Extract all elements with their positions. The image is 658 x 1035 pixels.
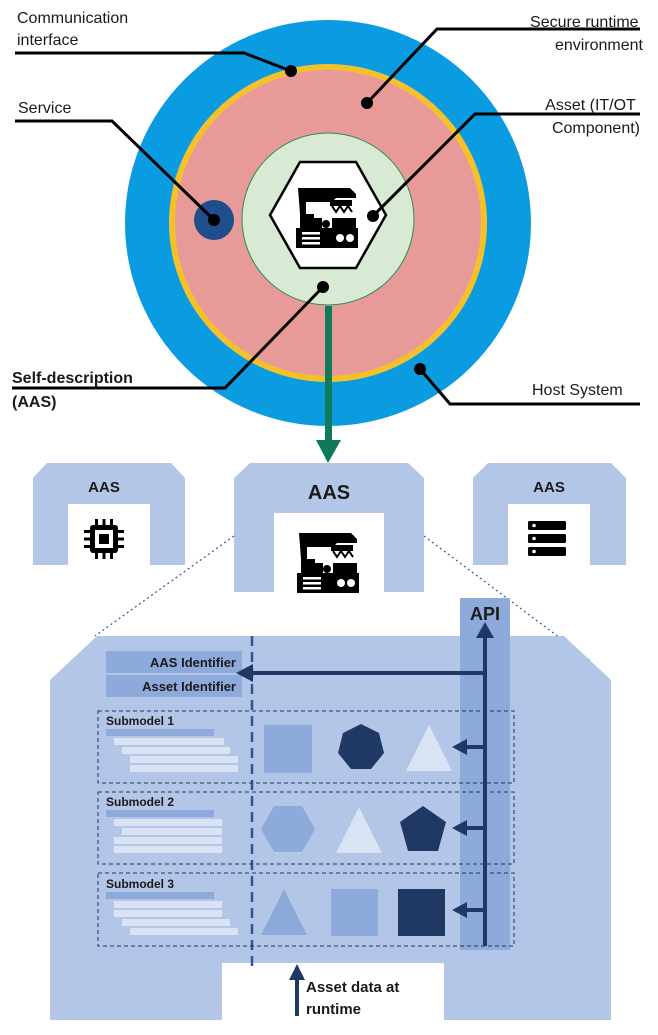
aas-identifier-label: AAS Identifier <box>150 655 236 670</box>
submodel-2-label: Submodel 2 <box>106 795 174 809</box>
heptagon-shape <box>338 724 384 769</box>
submodel-3-property-bars <box>106 892 238 935</box>
api-arrow <box>476 622 494 946</box>
aas-identifier-box <box>106 651 242 673</box>
machine-icon <box>296 532 360 594</box>
label-communication-interface: Communication interface <box>17 10 133 49</box>
submodel-1-label: Submodel 1 <box>106 714 174 728</box>
aas-tile-center-title: AAS <box>308 482 350 504</box>
submodel-1: Submodel 1 <box>97 710 515 784</box>
aas-tile-left: AAS <box>33 463 185 565</box>
label-self-description: Self-description (AAS) <box>12 370 137 411</box>
triangle-shape <box>336 807 382 853</box>
label-host-system: Host System <box>532 382 623 399</box>
submodel-2: Submodel 2 <box>97 791 515 865</box>
leader-lines <box>12 27 640 406</box>
square-shape <box>264 725 312 773</box>
api-label: API <box>470 604 500 624</box>
runtime-data-label: Asset data at runtime <box>306 979 404 1018</box>
server-icon <box>528 521 566 556</box>
aas-tile-center: AAS <box>234 463 424 594</box>
submodel-1-property-bars <box>106 729 238 772</box>
aas-tile-left-title: AAS <box>88 479 120 496</box>
triangle-shape <box>261 889 307 935</box>
chip-icon <box>84 519 124 559</box>
system-circle <box>125 20 531 426</box>
label-secure-runtime: Secure runtime environment <box>530 14 644 54</box>
triangle-shape <box>406 725 452 771</box>
pentagon-shape <box>400 806 446 851</box>
aas-tile-right-title: AAS <box>533 479 565 496</box>
submodel-3: Submodel 3 <box>97 872 515 947</box>
identifier-arrow <box>236 664 485 682</box>
label-service: Service <box>18 100 71 117</box>
asset-identifier-box <box>106 675 242 697</box>
square-shape <box>331 889 378 936</box>
hexagon-shape <box>261 806 315 852</box>
aas-tile-right: AAS <box>473 463 626 565</box>
square-shape <box>398 889 445 936</box>
runtime-data-arrow <box>289 964 305 1016</box>
label-asset: Asset (IT/OT Component) <box>545 97 640 137</box>
submodel-3-label: Submodel 3 <box>106 877 174 891</box>
submodel-2-property-bars <box>106 810 222 853</box>
asset-identifier-label: Asset Identifier <box>142 679 236 694</box>
green-arrow <box>316 306 341 463</box>
